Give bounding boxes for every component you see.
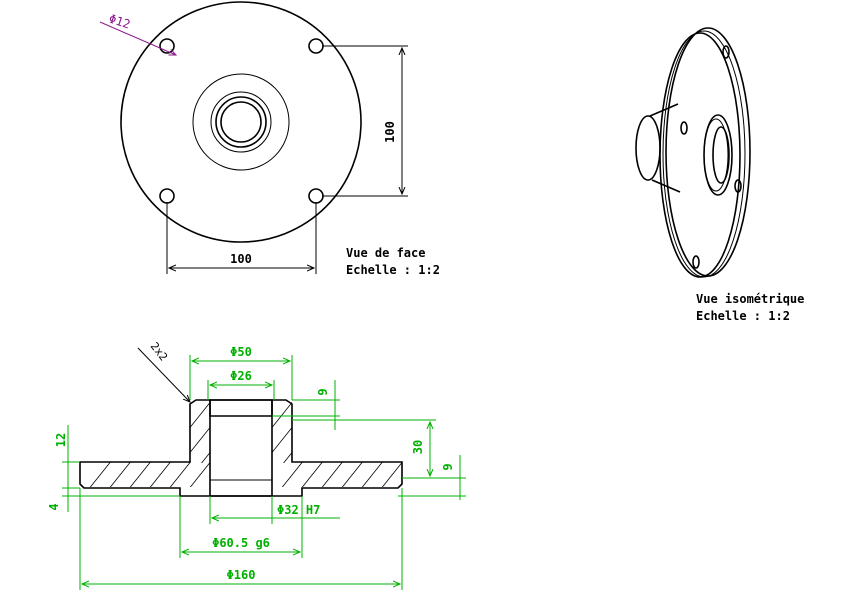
dim-32-label: Φ32 H7 [277,503,320,517]
bolt-hole-tr [308,38,324,54]
dim-vertical-label: 100 [383,121,397,143]
section-outline [79,399,403,497]
iso-hole-2 [734,179,742,193]
dim-9-side-label: 9 [441,463,455,470]
chamfer-leader [137,347,190,402]
dim-9-top-label: 9 [316,388,330,395]
front-view: Φ12 100 100 Vue de face Echelle : 1:2 [99,1,440,277]
dim-50-label: Φ50 [230,345,252,359]
iso-hole-1 [722,45,730,59]
bolt-holes [159,38,324,204]
dim-60-label: Φ60.5 g6 [212,536,270,550]
iso-flange-back [659,32,741,278]
hole-leader [99,21,176,55]
front-caption-scale: Echelle : 1:2 [346,263,440,277]
section-view: 2x2 Φ50 Φ26 9 30 9 12 4 [47,340,466,590]
hole-diameter-label: Φ12 [107,12,132,32]
dim-horizontal-label: 100 [230,252,252,266]
iso-hole-4 [692,255,700,269]
spigot-circle [210,91,272,153]
dim-12-label: 12 [54,433,68,447]
iso-caption-scale: Echelle : 1:2 [696,309,790,323]
iso-hole-3 [680,121,688,135]
bore-circle [220,101,262,143]
bolt-hole-tl [159,38,175,54]
bolt-hole-br [308,188,324,204]
hatching [89,401,402,487]
bore-chamfer-circle [215,96,267,148]
front-caption-title: Vue de face [346,246,425,260]
dim-30-label: 30 [411,440,425,454]
counterbore [209,399,273,417]
dim-160-label: Φ160 [227,568,256,582]
iso-bore-inner [712,126,730,184]
dim-4-label: 4 [47,503,61,510]
chamfer-label: 2x2 [148,340,170,364]
iso-hub-end [635,115,661,181]
bolt-hole-bl [159,188,175,204]
isometric-view: Vue isométrique Echelle : 1:2 [635,27,804,323]
iso-caption-title: Vue isométrique [696,292,804,306]
bore-walls [209,400,273,496]
iso-flange-front [665,27,751,277]
hub-outer-circle [192,73,290,171]
flange-outline [120,1,362,243]
dim-26-label: Φ26 [230,369,252,383]
